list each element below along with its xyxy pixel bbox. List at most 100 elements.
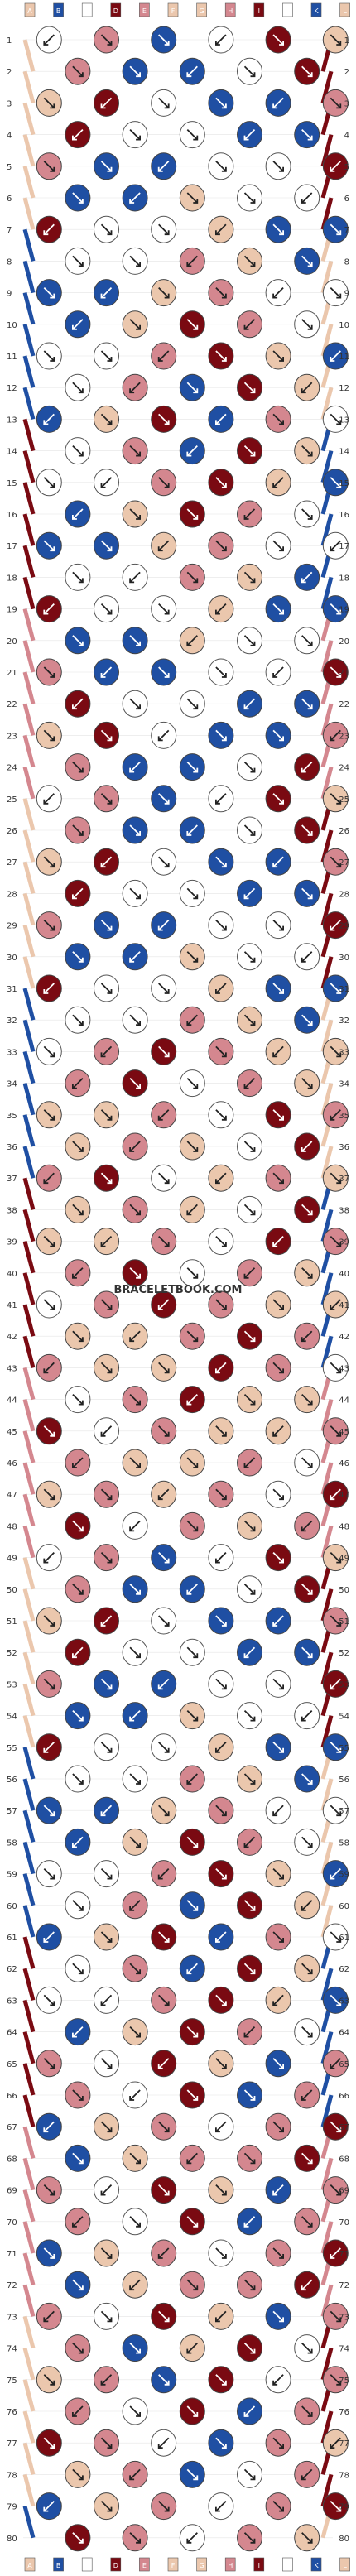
knot-arrow-head	[279, 1115, 284, 1121]
knot-arrow-head	[157, 1115, 163, 1121]
knot-arrow	[43, 2437, 55, 2449]
edge-thread-left	[22, 1525, 36, 1559]
edge-thread-left	[22, 2126, 36, 2160]
edge-thread-left	[22, 1778, 36, 1811]
knot-arrow	[215, 2374, 227, 2386]
knot-arrow	[129, 698, 141, 709]
row-number-left: 80	[7, 2535, 17, 2544]
knot-arrow	[129, 2532, 141, 2544]
row-number-left: 14	[7, 448, 17, 457]
knot-arrow-head	[307, 2348, 313, 2354]
knot-arrow-head	[107, 2444, 113, 2449]
knot-arrow	[43, 350, 55, 362]
edge-thread-left	[22, 1556, 36, 1590]
knot-arrow	[129, 1141, 141, 1152]
knot-arrow-head	[136, 1210, 141, 1216]
row-number-left: 11	[7, 353, 17, 362]
knot-arrow	[330, 1045, 341, 1058]
knot-arrow-head	[272, 1052, 278, 1058]
knot-arrow	[330, 1109, 341, 1121]
knot-arrow	[243, 2468, 256, 2481]
knot-arrow	[129, 128, 141, 141]
knot-arrow	[129, 1077, 141, 1089]
knot-arrow	[129, 1457, 141, 1468]
knot-arrow-head	[243, 2412, 249, 2417]
knot-arrow-head	[186, 1969, 192, 1975]
knot-arrow-head	[164, 230, 170, 236]
knot-arrow-head	[279, 1747, 284, 1753]
knot-arrow-head	[129, 1716, 135, 1722]
knot-arrow-head	[193, 578, 199, 584]
knot-arrow	[158, 161, 170, 172]
row-number-right: 36	[339, 1143, 349, 1152]
knot-arrow-head	[100, 483, 106, 488]
knot-arrow-head	[78, 451, 84, 457]
knot-arrow-head	[307, 1653, 313, 1659]
knot-arrow-head	[186, 72, 192, 78]
knot-arrow-head	[164, 1558, 170, 1564]
knot-arrow	[186, 2216, 198, 2228]
knot-arrow-head	[193, 1084, 199, 1089]
knot-arrow	[100, 1805, 113, 1816]
edge-thread-left	[22, 1146, 36, 1179]
edge-thread-left	[22, 260, 36, 294]
knot-arrow-head	[193, 767, 199, 773]
row-number-left: 31	[7, 985, 17, 994]
row-number-right: 21	[339, 669, 349, 678]
knot-arrow	[72, 1267, 84, 1279]
row-number-right: 15	[339, 479, 349, 488]
strand-top-label-B: B	[56, 7, 61, 15]
knot-arrow-head	[193, 2032, 199, 2038]
edge-thread-left	[22, 102, 36, 136]
knot-arrow-head	[221, 2380, 227, 2386]
edge-thread-left	[22, 387, 36, 421]
knot-arrow-head	[272, 1242, 278, 1247]
knot-arrow-head	[307, 1210, 313, 1216]
knot-arrow-head	[50, 2190, 55, 2196]
knot-arrow	[100, 1488, 113, 1500]
strand-bottom-tag-E	[139, 2557, 150, 2572]
knot-arrow	[186, 2532, 198, 2544]
knot-arrow-head	[221, 1115, 227, 1121]
knot-arrow-head	[186, 2348, 192, 2354]
knot-arrow	[243, 1204, 256, 1216]
knot-arrow-head	[279, 41, 284, 46]
knot-arrow	[72, 1836, 84, 1848]
knot-arrow-head	[307, 1084, 313, 1089]
knot-arrow-head	[157, 166, 163, 172]
knot-arrow	[186, 2089, 198, 2101]
knot-arrow	[129, 1900, 141, 1911]
strand-top-tag-J	[282, 2, 293, 17]
knot-arrow-head	[336, 1622, 342, 1627]
knot-arrow	[301, 1204, 313, 1216]
knot-arrow-head	[136, 72, 141, 78]
knot-arrow	[186, 887, 198, 900]
edge-thread-left	[22, 2473, 36, 2507]
knot-arrow	[272, 919, 284, 931]
knot-arrow	[72, 1520, 84, 1532]
knot-arrow	[272, 2500, 284, 2512]
edge-thread-left	[22, 513, 36, 546]
knot-arrow	[129, 2405, 141, 2417]
knot-arrow	[243, 128, 256, 141]
knot-arrow	[186, 824, 198, 836]
knot-arrow-head	[129, 1906, 135, 1911]
knot-arrow-head	[301, 2096, 306, 2101]
knot-arrow	[243, 1963, 256, 1974]
knot-arrow	[186, 1393, 198, 1406]
knot-arrow	[272, 1488, 284, 1500]
knot-arrow-head	[50, 483, 55, 488]
knot-arrow-head	[107, 166, 113, 172]
knot-arrow-head	[50, 1495, 55, 1501]
knot-arrow-head	[107, 1368, 113, 1374]
row-number-left: 28	[7, 890, 17, 899]
knot-arrow-head	[164, 41, 170, 46]
knot-arrow-head	[129, 1337, 135, 1343]
knot-arrow	[100, 1931, 113, 1943]
knot-arrow-head	[221, 2064, 227, 2069]
strand-bottom-tag-A	[24, 2557, 36, 2572]
knot-arrow	[243, 255, 256, 267]
row-number-right: 58	[339, 1838, 349, 1848]
knot-arrow-head	[336, 1431, 342, 1437]
